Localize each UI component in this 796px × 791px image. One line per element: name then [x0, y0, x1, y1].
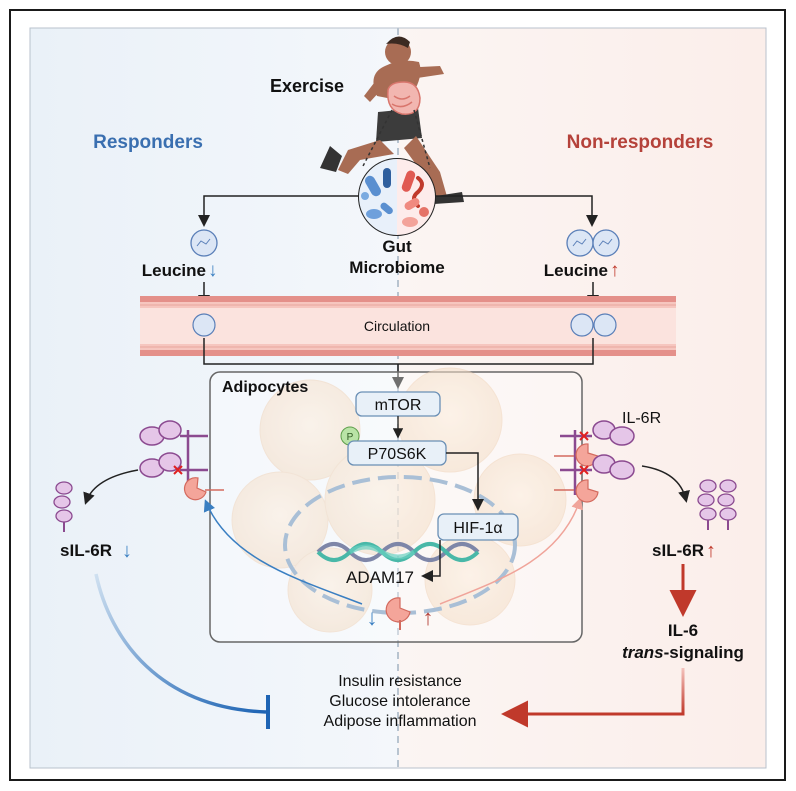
- microbiome-label: Microbiome: [349, 258, 444, 277]
- il6r-label: IL-6R: [622, 410, 661, 427]
- arrow-adam17-to-right-membrane: [439, 497, 583, 605]
- phospho-label: P: [347, 432, 354, 443]
- arrow-left-shedding: [83, 469, 139, 505]
- dna-helix: [316, 542, 480, 562]
- soluble-il6r-right: [697, 479, 737, 530]
- leucine-label-left: Leucine: [142, 261, 206, 280]
- responders-label: Responders: [93, 132, 203, 153]
- leucine-label-right: Leucine: [544, 261, 608, 280]
- il6r-right-membrane: [554, 420, 635, 503]
- hif-box: [437, 513, 519, 541]
- arrow-adam17-to-left-membrane: [203, 499, 363, 605]
- non-responders-label: Non-responders: [567, 132, 714, 153]
- adam17-enzyme-icon: [385, 597, 411, 630]
- sil6r-label-left: sIL-6R: [60, 541, 112, 560]
- adipocytes-label: Adipocytes: [222, 379, 308, 396]
- il6r-left-membrane: [139, 420, 224, 501]
- arrow-right-shedding: [641, 465, 690, 503]
- trans-text: trans: [622, 643, 664, 662]
- vessel-leucine-right: [570, 313, 617, 337]
- runner-illustration: [320, 36, 464, 204]
- circulation-label: Circulation: [364, 318, 430, 334]
- exercise-label: Exercise: [270, 76, 344, 96]
- sil6r-right-up-arrow: ↑: [706, 540, 716, 562]
- red-path-to-outcomes: [524, 668, 685, 716]
- adam17-up-arrow: ↑: [423, 605, 434, 630]
- trans-signaling-label: trans-signaling: [622, 643, 744, 662]
- hif-label: HIF-1α: [453, 520, 502, 537]
- mtor-label: mTOR: [375, 397, 422, 414]
- signaling-text: -signaling: [664, 643, 744, 662]
- outcome-insulin-resistance: Insulin resistance: [338, 673, 462, 690]
- soluble-il6r-left: [53, 481, 73, 532]
- adam17-down-arrow: ↓: [367, 605, 378, 630]
- gut-microbiome-icon: [358, 158, 436, 236]
- leucine-molecule-right: [566, 229, 620, 257]
- blue-inhibition-curve: [94, 573, 267, 714]
- outcome-adipose-inflammation: Adipose inflammation: [324, 713, 477, 730]
- arrow-to-non-responders: [435, 195, 598, 227]
- arrow-hif-adam17: [421, 540, 441, 582]
- vessel-leucine-left: [192, 313, 216, 337]
- leucine-down-arrow: ↓: [208, 260, 218, 281]
- sil6r-left-down-arrow: ↓: [122, 540, 132, 562]
- il6-label: IL-6: [668, 621, 698, 640]
- leucine-up-arrow: ↑: [610, 260, 620, 281]
- p70s6k-label: P70S6K: [368, 446, 427, 463]
- arrow-p70s6k-hif: [446, 452, 484, 511]
- sil6r-label-right: sIL-6R: [652, 541, 704, 560]
- arrow-to-responders: [198, 195, 359, 227]
- outcome-glucose-intolerance: Glucose intolerance: [329, 693, 471, 710]
- gut-label: Gut: [382, 237, 412, 256]
- adam17-label: ADAM17: [346, 568, 414, 587]
- il6-text: IL-6: [668, 621, 698, 640]
- leucine-molecule-left: [190, 229, 218, 257]
